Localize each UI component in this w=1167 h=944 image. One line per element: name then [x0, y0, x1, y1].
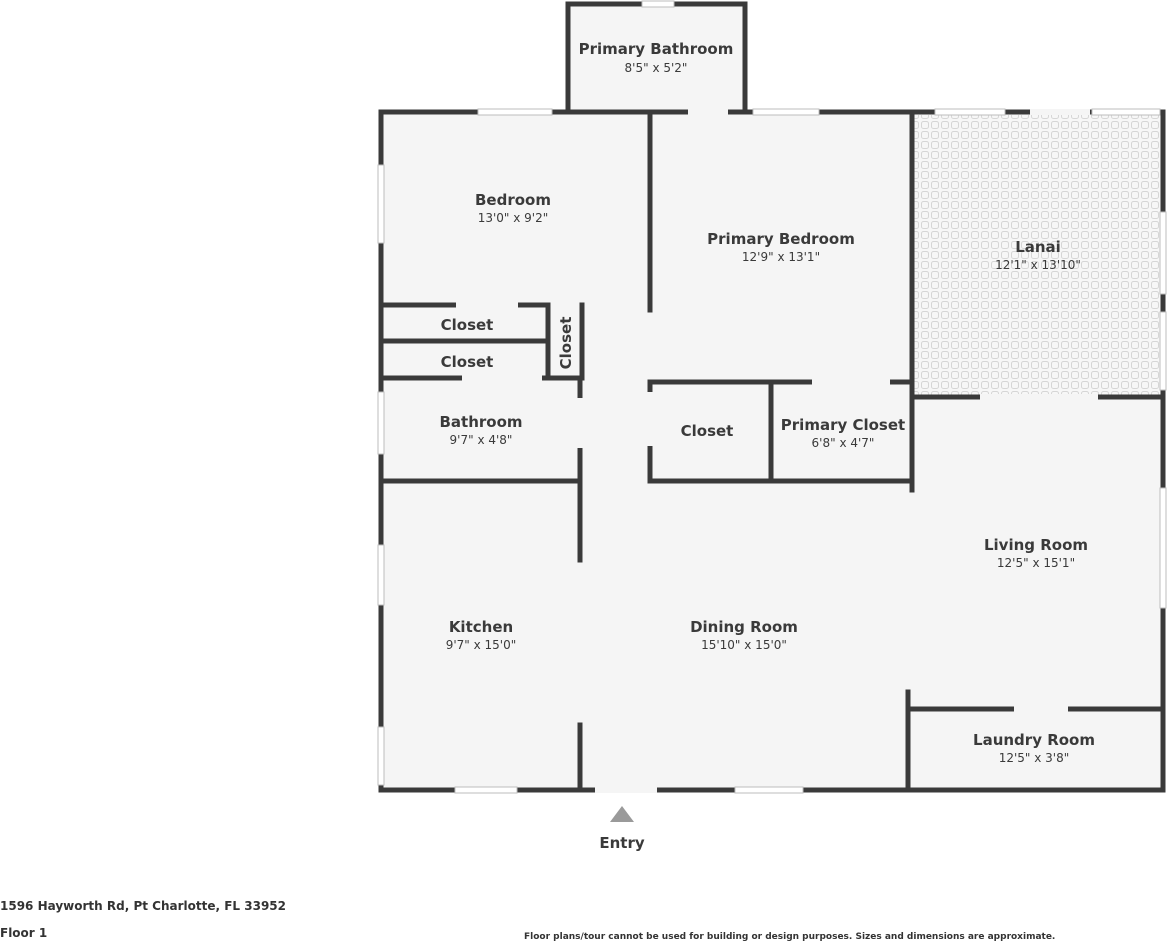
room-name-dining-room: Dining Room [690, 618, 798, 636]
room-name-primary-bathroom: Primary Bathroom [579, 40, 734, 58]
room-name-bedroom: Bedroom [475, 191, 551, 209]
room-name-kitchen: Kitchen [449, 618, 513, 636]
room-name-lanai: Lanai [1015, 238, 1061, 256]
room-name-laundry-room: Laundry Room [973, 731, 1095, 749]
room-dims-bathroom: 9'7" x 4'8" [450, 433, 513, 447]
entry-arrow-icon [610, 806, 634, 822]
room-name-closet-2: Closet [441, 353, 494, 371]
room-dims-lanai: 12'1" x 13'10" [995, 258, 1081, 272]
room-dims-dining-room: 15'10" x 15'0" [701, 638, 787, 652]
room-dims-kitchen: 9'7" x 15'0" [446, 638, 517, 652]
room-dims-primary-bedroom: 12'9" x 13'1" [742, 250, 820, 264]
room-name-closet-1: Closet [441, 316, 494, 334]
room-name-living-room: Living Room [984, 536, 1088, 554]
room-name-closet-3: Closet [681, 422, 734, 440]
room-dims-living-room: 12'5" x 15'1" [997, 556, 1075, 570]
room-dims-primary-closet: 6'8" x 4'7" [812, 436, 875, 450]
floor-label: Floor 1 [0, 926, 48, 940]
room-name-bathroom: Bathroom [439, 413, 522, 431]
disclaimer-text: Floor plans/tour cannot be used for buil… [524, 932, 1056, 942]
room-name-primary-closet: Primary Closet [781, 416, 905, 434]
room-dims-laundry-room: 12'5" x 3'8" [999, 751, 1070, 765]
room-name-primary-bedroom: Primary Bedroom [707, 230, 855, 248]
entry-label: Entry [599, 834, 644, 852]
property-address: 1596 Hayworth Rd, Pt Charlotte, FL 33952 [0, 899, 286, 913]
openings [377, 0, 1167, 794]
lanai-tile-floor [914, 115, 1164, 397]
room-name-closet-vertical: Closet [557, 317, 575, 370]
room-dims-primary-bathroom: 8'5" x 5'2" [625, 61, 688, 75]
entry-marker: Entry [599, 806, 645, 852]
room-dims-bedroom: 13'0" x 9'2" [478, 211, 549, 225]
room-labels: Primary Bathroom 8'5" x 5'2" Bedroom 13'… [439, 40, 1095, 765]
